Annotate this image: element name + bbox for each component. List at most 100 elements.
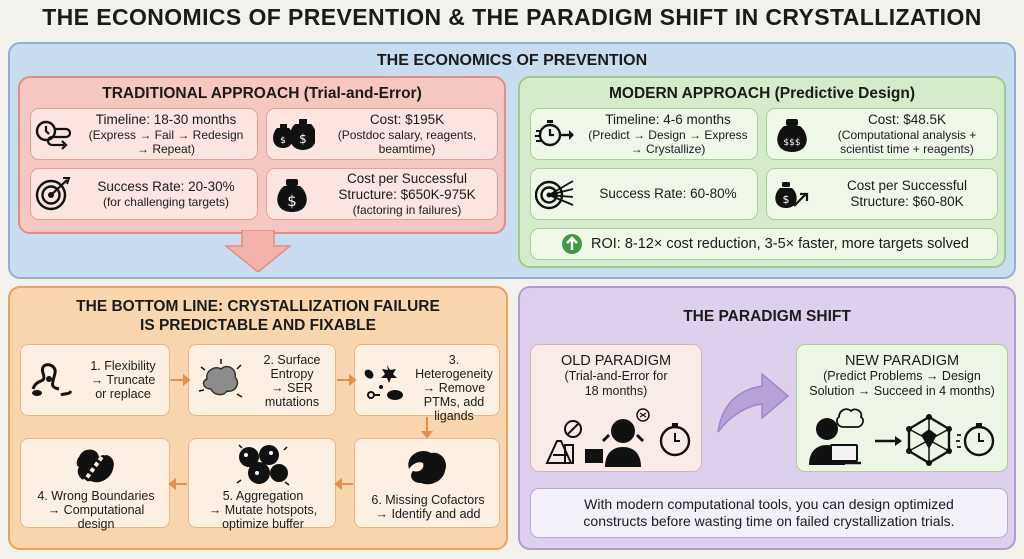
step-wrong-boundaries-title: 4. Wrong Boundaries (37, 489, 155, 503)
paradigm-heading: THE PARADIGM SHIFT (683, 308, 851, 325)
paradigm-summary: With modern computational tools, you can… (530, 488, 1008, 538)
step-wrong-boundaries-line2: → Computational (47, 503, 145, 517)
modern-timeline-label: Timeline: 4-6 months (605, 112, 731, 127)
svg-text:$: $ (280, 136, 286, 146)
step-surface-entropy-title: 2. Surface (263, 353, 321, 367)
step-missing-cofactors-line2: → Identify and add (375, 507, 481, 521)
roi-text: ROI: 8-12× cost reduction, 3-5× faster, … (591, 236, 969, 252)
clock-arrow-icon (31, 117, 75, 151)
traditional-timeline-detail: (Express → Fail → Redesign (88, 128, 244, 142)
bottom-line-heading: THE BOTTOM LINE: CRYSTALLIZATION FAILURE (76, 298, 440, 315)
step-surface-entropy-line2: Entropy (270, 367, 314, 381)
modern-heading: MODERN APPROACH (Predictive Design) (608, 85, 916, 102)
step-aggregation: 5. Aggregation → Mutate hotspots, optimi… (188, 438, 336, 531)
up-arrow-icon (559, 233, 585, 255)
step-wrong-boundaries: 4. Wrong Boundaries → Computational desi… (20, 438, 170, 531)
new-paradigm-detail-2: Solution → Succeed in 4 months) (809, 384, 995, 398)
frustrated-scientist-icon (545, 408, 691, 467)
traditional-cost-success-label-2: Structure: $650K-975K (338, 187, 476, 202)
modern-cost-success-card: $ Cost per Successful Structure: $60-80K (766, 168, 998, 220)
step-heterogeneity-title: 3. Heterogeneity (415, 353, 493, 381)
paradigm-summary-line2: constructs before wasting time on failed… (583, 513, 955, 529)
step-heterogeneity: 3. Heterogeneity → Remove PTMs, add liga… (354, 344, 500, 423)
cofactor-protein-icon (408, 450, 447, 485)
traditional-cost-card: $$ Cost: $195K (Postdoc salary, reagents… (266, 108, 498, 160)
modern-timeline-card: Timeline: 4-6 months (Predict → Design →… (530, 108, 758, 160)
money-bag-icon: $ (267, 174, 317, 214)
traditional-success-card: Success Rate: 20-30% (for challenging ta… (30, 168, 258, 220)
step-flexibility-title: 1. Flexibility (90, 359, 156, 373)
old-paradigm-detail: (Trial-and-Error for (564, 369, 668, 383)
step-heterogeneity-line3: PTMs, add (423, 395, 485, 409)
modern-panel: MODERN APPROACH (Predictive Design) Time… (518, 76, 1006, 268)
new-paradigm-heading: NEW PARADIGM (844, 353, 960, 369)
step-heterogeneity-line4: ligands (434, 409, 474, 423)
svg-text:$: $ (783, 193, 790, 206)
flexible-chain-icon (31, 363, 73, 397)
traditional-panel: TRADITIONAL APPROACH (Trial-and-Error) T… (18, 76, 506, 234)
modern-cost-detail-2: scientist time + reagents) (840, 142, 974, 156)
aggregation-icon (236, 444, 290, 486)
modern-timeline-detail: (Predict → Design → Express (588, 128, 748, 142)
computational-scientist-icon (809, 408, 995, 466)
old-paradigm-detail-2: 18 months) (584, 384, 648, 398)
paradigm-summary-line1: With modern computational tools, you can… (584, 496, 954, 512)
step-missing-cofactors: 6. Missing Cofactors → Identify and add (354, 438, 500, 528)
traditional-cost-label: Cost: $195K (369, 112, 445, 127)
target-icon (31, 175, 75, 213)
money-bag-icon: $$$ (767, 114, 817, 154)
traditional-heading: TRADITIONAL APPROACH (Trial-and-Error) (102, 85, 422, 102)
traditional-cost-detail: (Postdoc salary, reagents, (337, 128, 477, 142)
traditional-cost-success-label: Cost per Successful (346, 171, 468, 186)
traditional-timeline-label: Timeline: 18-30 months (95, 112, 237, 127)
bottom-line-heading-2: IS PREDICTABLE AND FIXABLE (140, 317, 376, 334)
step-wrong-boundaries-line3: design (77, 517, 115, 531)
old-paradigm-heading: OLD PARADIGM (560, 353, 672, 369)
old-paradigm-card: OLD PARADIGM (Trial-and-Error for 18 mon… (530, 344, 702, 472)
step-aggregation-title: 5. Aggregation (222, 489, 304, 503)
step-heterogeneity-line2: → Remove (422, 381, 486, 395)
modern-cost-success-label: Cost per Successful (846, 178, 968, 193)
traditional-cost-success-card: $ Cost per Successful Structure: $650K-9… (266, 168, 498, 220)
modern-cost-detail: (Computational analysis + (837, 128, 977, 142)
traditional-cost-success-detail: (factoring in failures) (352, 203, 462, 217)
money-bags-icon: $$ (267, 116, 317, 152)
step-flexibility-line2: → Truncate (90, 373, 156, 387)
shift-arrow (717, 372, 790, 433)
step-aggregation-line2: → Mutate hotspots, (208, 503, 318, 517)
modern-cost-label: Cost: $48.5K (867, 112, 947, 127)
economics-heading: THE ECONOMICS OF PREVENTION (376, 52, 648, 69)
traditional-timeline-card: Timeline: 18-30 months (Express → Fail →… (30, 108, 258, 160)
modern-success-card: Success Rate: 60-80% (530, 168, 758, 220)
svg-text:$: $ (287, 192, 297, 210)
step-missing-cofactors-title: 6. Missing Cofactors (371, 493, 485, 507)
step-flexibility: 1. Flexibility → Truncate or replace (20, 344, 170, 416)
step-flexibility-line3: or replace (95, 387, 151, 401)
modern-cost-card: $$$ Cost: $48.5K (Computational analysis… (766, 108, 998, 160)
cut-protein-icon (76, 445, 114, 485)
traditional-success-label: Success Rate: 20-30% (97, 179, 235, 194)
traditional-success-detail: (for challenging targets) (102, 195, 230, 209)
paradigm-panel: THE PARADIGM SHIFT OLD PARADIGM (Trial-a… (518, 286, 1016, 550)
surface-blob-icon (198, 359, 243, 398)
svg-text:$: $ (299, 132, 307, 146)
step-surface-entropy-line3: → SER (271, 381, 313, 395)
traditional-timeline-detail-2: → Repeat) (136, 142, 196, 156)
page-title: THE ECONOMICS OF PREVENTION & THE PARADI… (42, 4, 982, 30)
modern-timeline-detail-2: → Crystallize) (630, 142, 706, 156)
new-paradigm-detail: (Predict Problems → Design (823, 369, 981, 383)
step-surface-entropy-line4: mutations (264, 395, 320, 409)
bottom-line-panel: THE BOTTOM LINE: CRYSTALLIZATION FAILURE… (8, 286, 508, 550)
target-multi-arrow-icon (531, 175, 579, 213)
modern-cost-success-label-2: Structure: $60-80K (850, 194, 964, 209)
step-aggregation-line3: optimize buffer (222, 517, 304, 531)
step-surface-entropy: 2. Surface Entropy → SER mutations (188, 344, 336, 416)
step-arrows (168, 373, 434, 491)
new-paradigm-card: NEW PARADIGM (Predict Problems → Design … (796, 344, 1008, 472)
roi-card: ROI: 8-12× cost reduction, 3-5× faster, … (530, 228, 998, 260)
heterogeneous-molecules-icon (364, 365, 403, 400)
traditional-cost-detail-2: beamtime) (378, 142, 436, 156)
money-bag-label: $$$ (783, 138, 800, 148)
stopwatch-arrow-icon (531, 117, 579, 151)
money-bag-down-icon: $ (767, 174, 817, 214)
